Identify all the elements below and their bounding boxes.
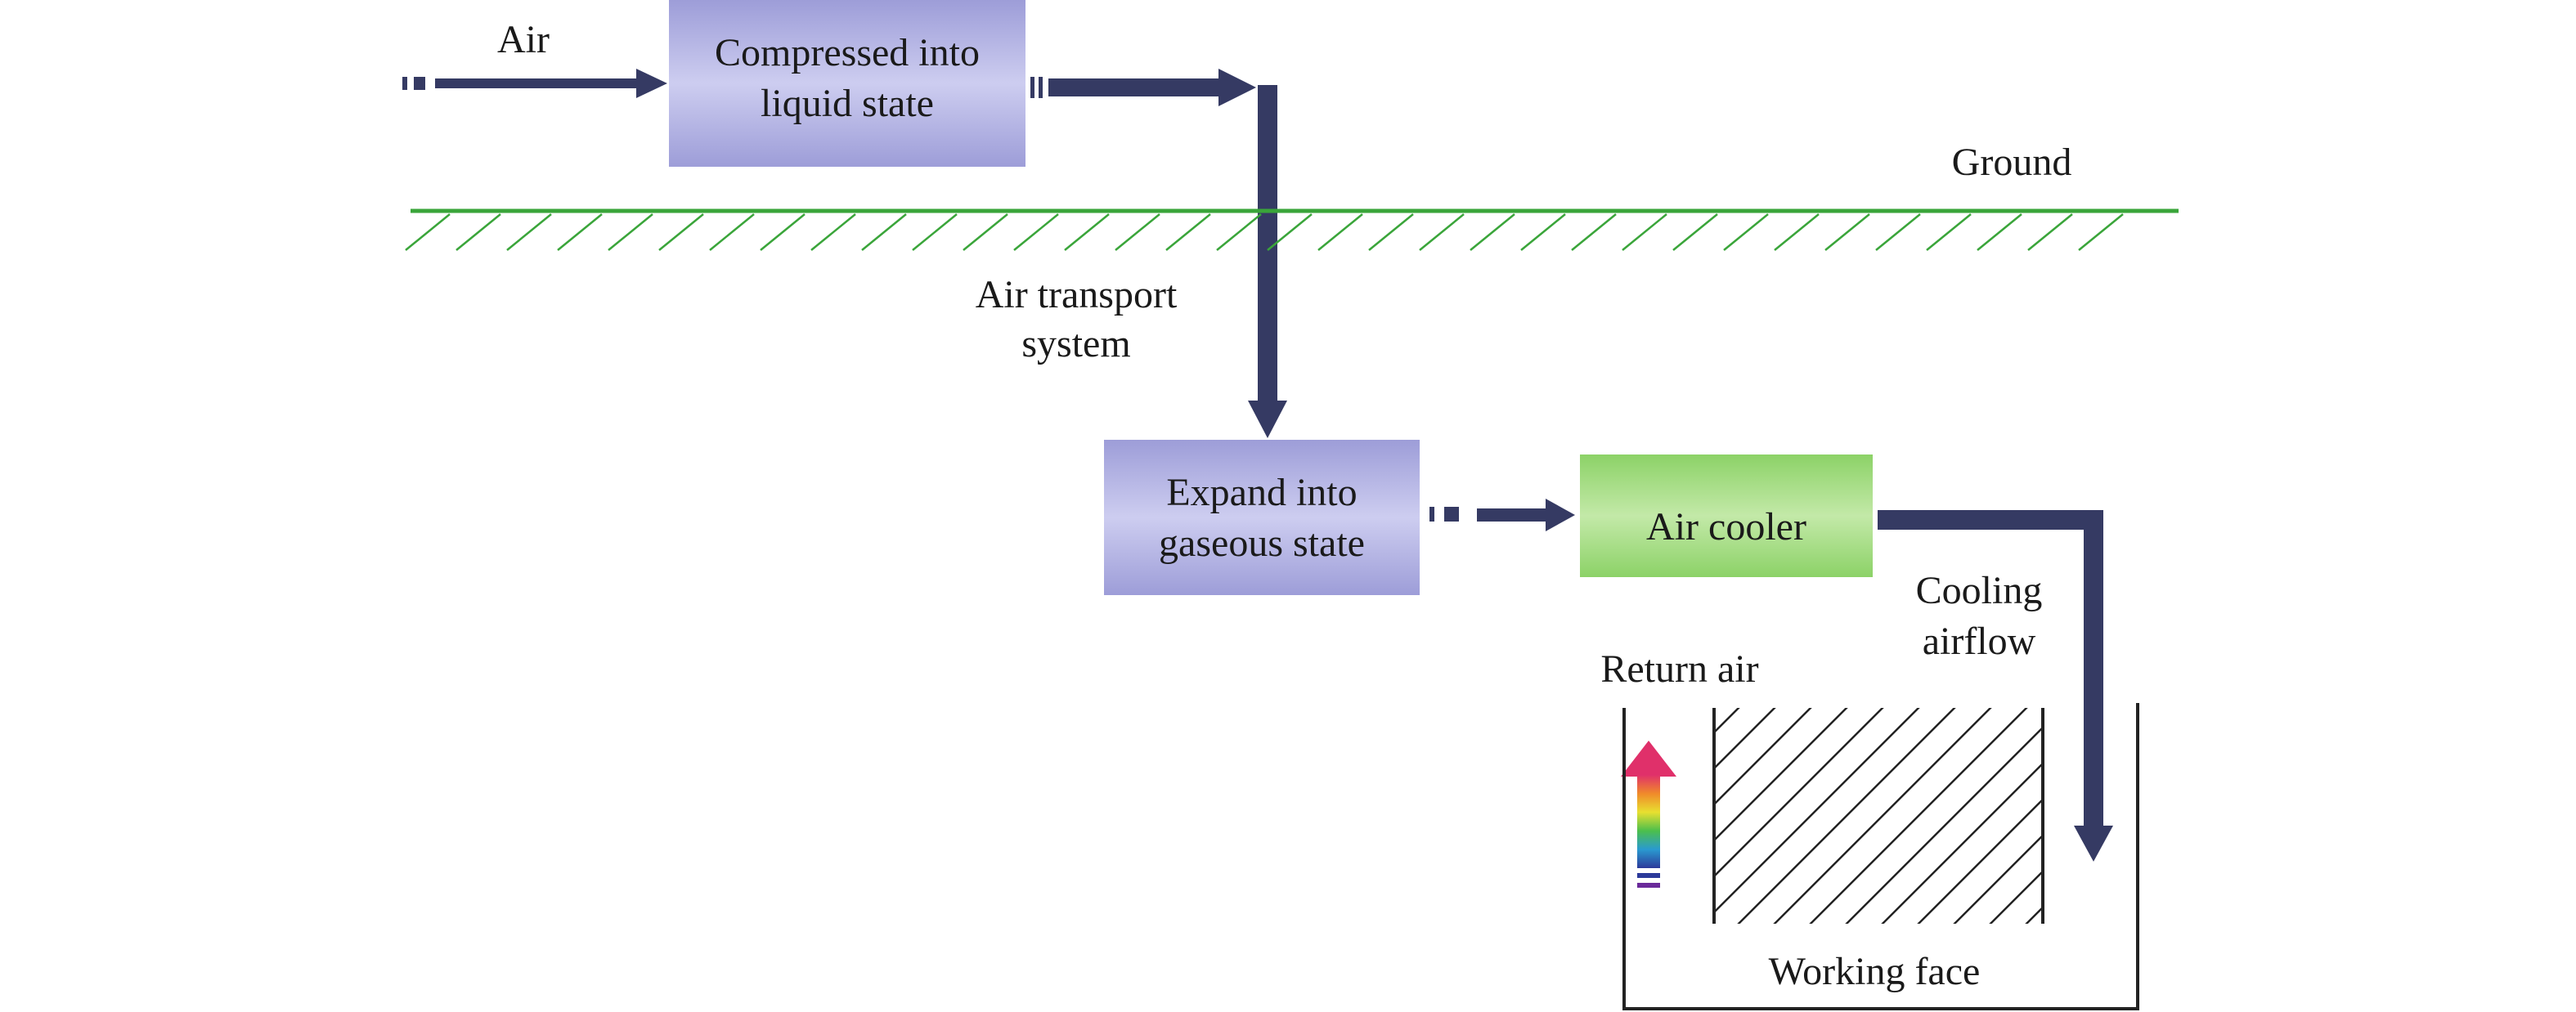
ground-hatch-stroke xyxy=(405,213,451,251)
ground-hatch-stroke xyxy=(1115,213,1160,251)
expand-output-arrow xyxy=(1429,499,1575,531)
ground-label: Ground xyxy=(1952,141,2072,184)
ground-hatch-stroke xyxy=(1419,213,1465,251)
compress-box-line2: liquid state xyxy=(761,82,934,125)
ground-hatch-stroke xyxy=(1520,213,1566,251)
ground-hatch-stroke xyxy=(1723,213,1769,251)
ground-hatch-stroke xyxy=(963,213,1008,251)
ground-hatch-stroke xyxy=(1470,213,1515,251)
ground-hatch-stroke xyxy=(709,213,755,251)
ground-hatch-stroke xyxy=(1317,213,1363,251)
return-air-arrow xyxy=(1621,741,1676,888)
ground-hatch-stroke xyxy=(1774,213,1820,251)
ground-hatch-stroke xyxy=(1672,213,1718,251)
ground-hatch-stroke xyxy=(1013,213,1059,251)
ground-hatch-stroke xyxy=(2078,213,2124,251)
ground-hatch-stroke xyxy=(456,213,501,251)
ground-hatch-stroke xyxy=(2027,213,2073,251)
expand-box-line2: gaseous state xyxy=(1159,522,1365,565)
ground-hatch-stroke xyxy=(861,213,907,251)
compress-box: Compressed into liquid state xyxy=(669,0,1025,167)
ground-hatch-stroke xyxy=(912,213,958,251)
ground-hatching xyxy=(405,213,2124,251)
cooling-airflow-label-line2: airflow xyxy=(1923,620,2036,663)
return-air-label: Return air xyxy=(1600,647,1758,691)
ground-hatch-stroke xyxy=(810,213,856,251)
ground-hatch-stroke xyxy=(557,213,603,251)
ground-hatch-stroke xyxy=(1165,213,1211,251)
ground-hatch-stroke xyxy=(608,213,653,251)
working-face-enclosure xyxy=(1622,703,2139,1010)
ground-hatch-stroke xyxy=(1216,213,1262,251)
working-face-hatched-block xyxy=(1712,708,2044,924)
ground-hatch-stroke xyxy=(1267,213,1313,251)
working-face-label: Working face xyxy=(1769,950,1981,993)
ground-line xyxy=(405,208,2179,251)
compress-box-line1: Compressed into xyxy=(715,31,980,74)
ground-hatch-stroke xyxy=(1926,213,1972,251)
air-cooler-box: Air cooler xyxy=(1580,455,1873,577)
ground-hatch-stroke xyxy=(1064,213,1110,251)
air-input-arrow xyxy=(402,69,667,98)
ground-hatch-stroke xyxy=(506,213,552,251)
ground-hatch-stroke xyxy=(1977,213,2022,251)
cooling-airflow-pipe xyxy=(1878,510,2113,862)
ground-hatch-stroke xyxy=(1368,213,1414,251)
ground-hatch-stroke xyxy=(1824,213,1870,251)
air-label: Air xyxy=(497,18,550,61)
air-transport-label-line2: system xyxy=(1021,322,1130,365)
ground-hatch-stroke xyxy=(1875,213,1921,251)
ground-hatch-stroke xyxy=(658,213,704,251)
ground-hatch-stroke xyxy=(760,213,806,251)
expand-box: Expand into gaseous state xyxy=(1104,440,1420,595)
compress-output-arrow xyxy=(1030,69,1256,106)
ground-hatch-stroke xyxy=(1622,213,1667,251)
air-transport-pipe xyxy=(1248,85,1287,438)
cooling-airflow-label-line1: Cooling xyxy=(1916,569,2043,612)
ground-hatch-stroke xyxy=(1571,213,1617,251)
air-cooler-label: Air cooler xyxy=(1646,505,1806,549)
expand-box-line1: Expand into xyxy=(1166,471,1357,514)
air-transport-label-line1: Air transport xyxy=(976,273,1178,316)
